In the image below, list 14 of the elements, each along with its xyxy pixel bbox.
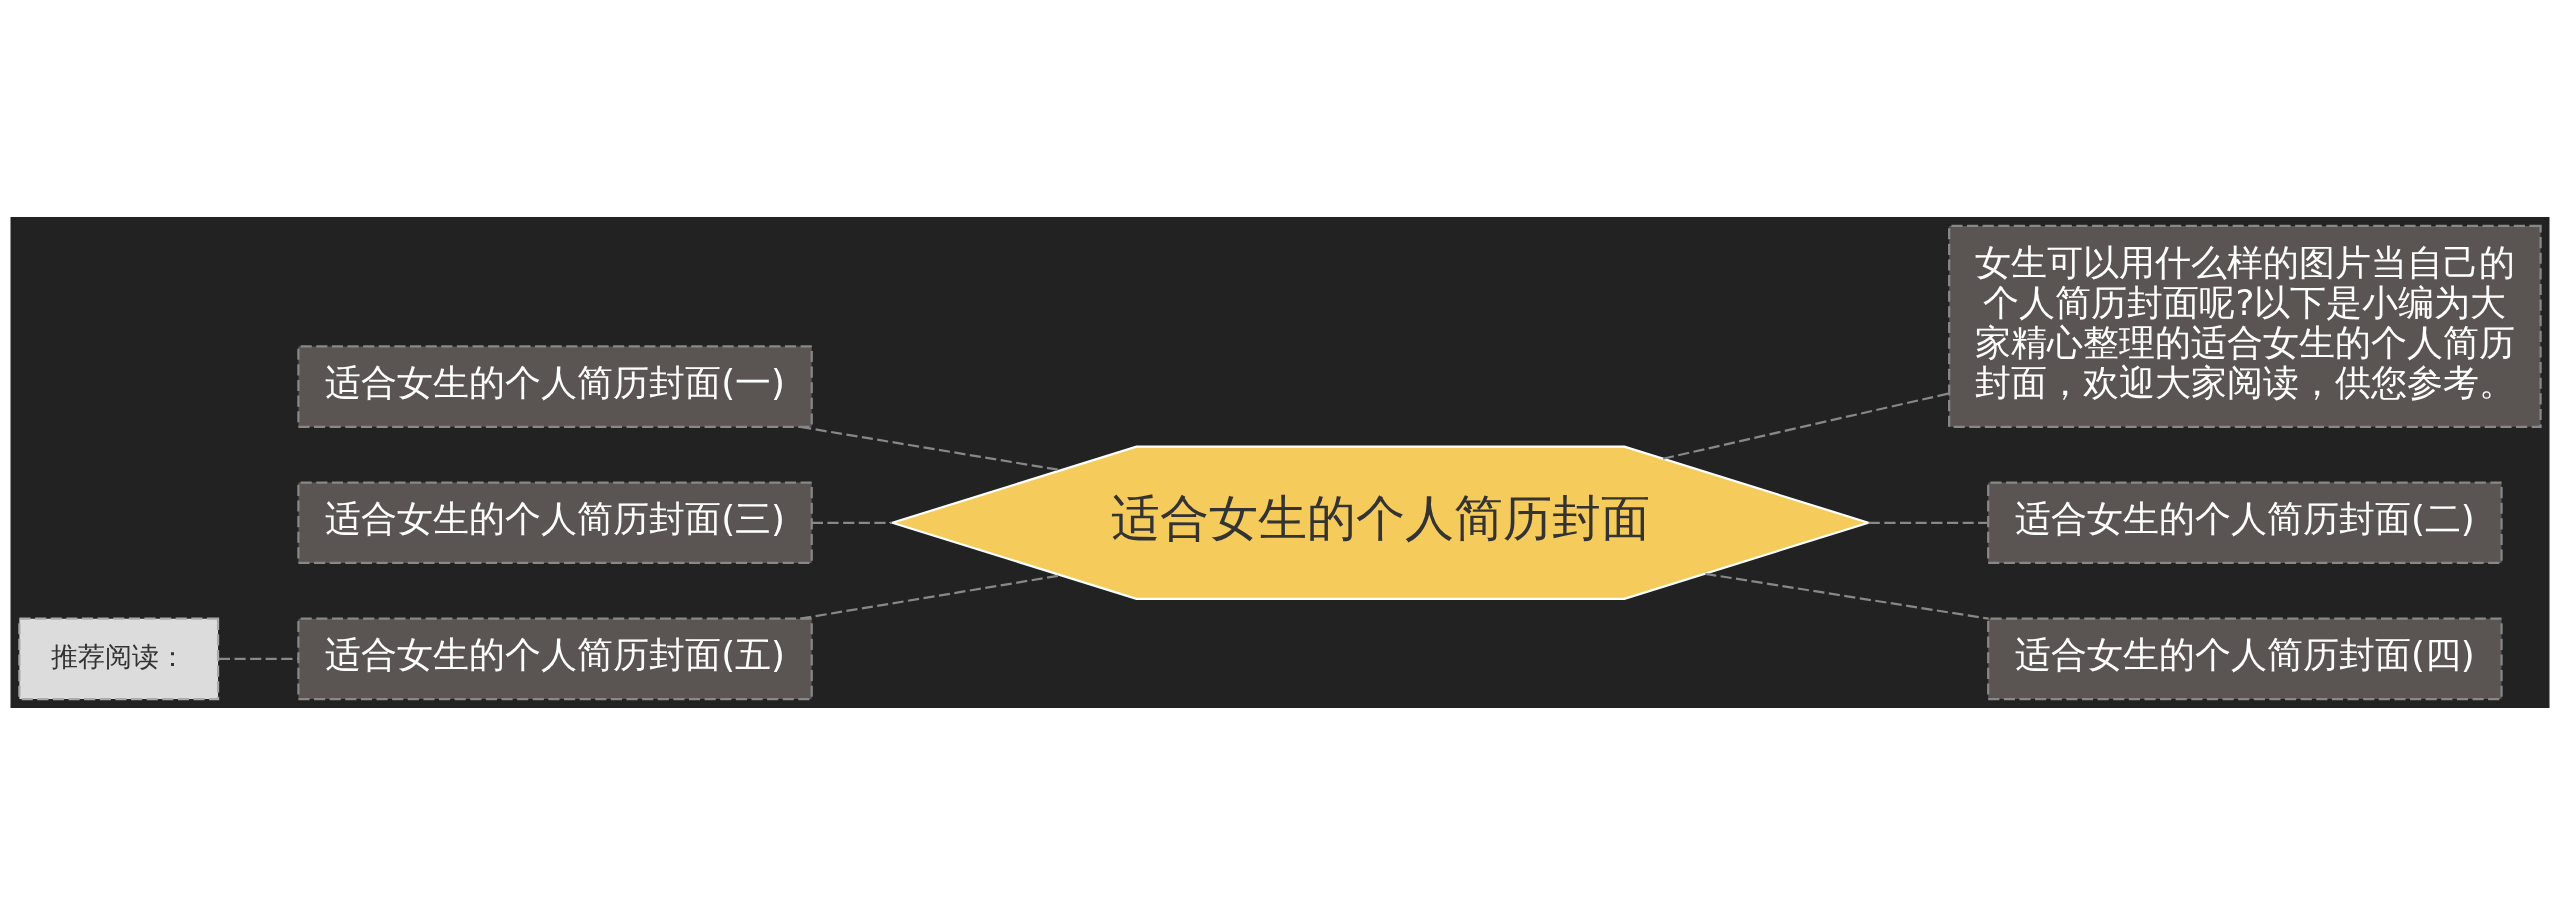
connector — [1705, 572, 1989, 620]
node-box: 推荐阅读： — [18, 617, 220, 700]
connector — [800, 573, 1061, 620]
connector — [218, 657, 298, 660]
node-box: 女生可以用什么样的图片当自己的个人简历封面呢?以下是小编为大家精心整理的适合女生的个人简历封面，欢迎大家阅读，供您参考。 — [1948, 224, 2542, 428]
node-box: 适合女生的个人简历封面(二) — [1987, 480, 2503, 564]
connector — [1868, 521, 1988, 524]
node-box: 适合女生的个人简历封面(一) — [297, 344, 813, 428]
node-box: 适合女生的个人简历封面(五) — [297, 617, 813, 700]
node-box: 适合女生的个人简历封面(三) — [297, 480, 813, 564]
node-box: 适合女生的个人简历封面(四) — [1987, 617, 2503, 700]
connector — [811, 521, 893, 524]
connector — [800, 425, 1061, 471]
connector — [1662, 391, 1949, 460]
